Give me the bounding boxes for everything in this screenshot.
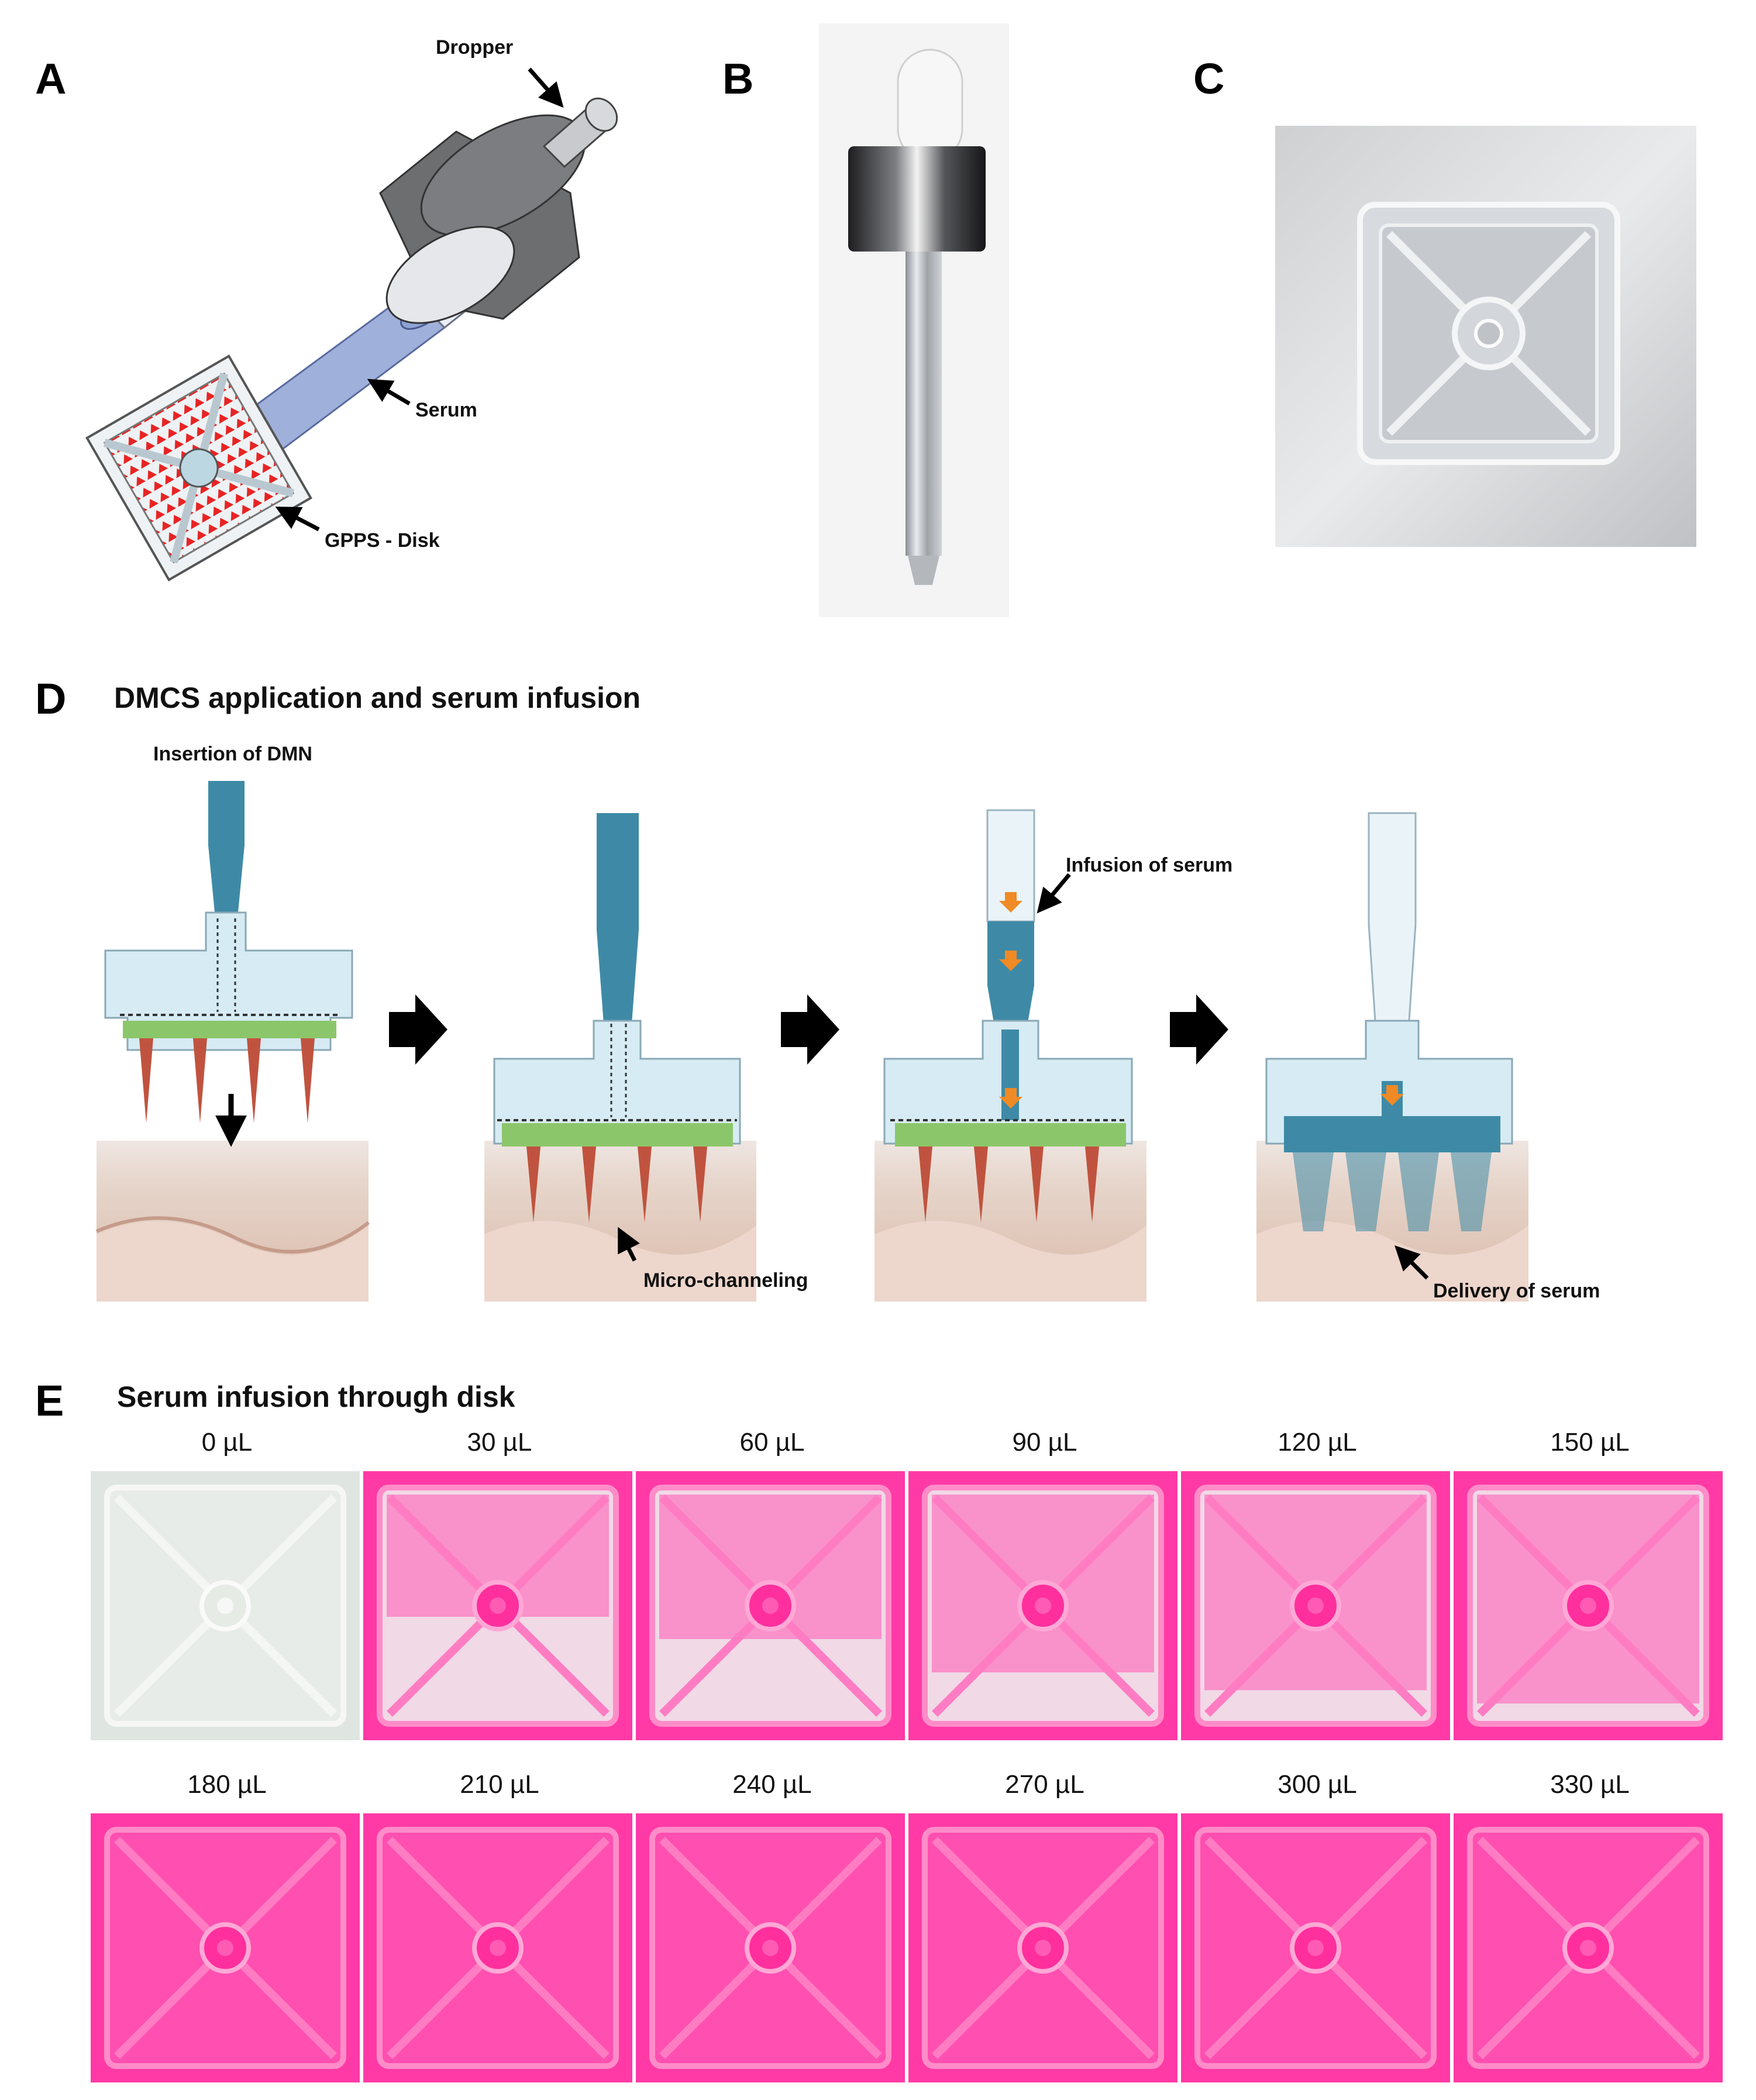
volume-label: 300 µL	[1278, 1770, 1356, 1799]
panel-letter-b: B	[722, 54, 753, 103]
disk-tile	[1454, 1471, 1723, 1740]
pipette-tip	[908, 556, 939, 585]
cap-bottom	[385, 226, 515, 324]
volume-label: 60 µL	[740, 1428, 805, 1457]
bulb	[897, 49, 963, 162]
volume-label: 0 µL	[202, 1428, 253, 1457]
svg-text:GPPS - Disk: GPPS - Disk	[325, 529, 440, 552]
disk-tile	[363, 1813, 632, 2082]
step-arrow-1	[389, 994, 447, 1065]
disk-tile	[1181, 1471, 1450, 1740]
disk-photo	[1275, 126, 1696, 547]
disk-tile	[363, 1471, 632, 1740]
panel-letter-d: D	[35, 674, 66, 723]
svg-text:Dropper: Dropper	[436, 36, 513, 58]
panel-letter-a: A	[35, 54, 66, 103]
panel-e-title: Serum infusion through disk	[117, 1381, 515, 1413]
stem-end	[584, 97, 618, 132]
chrome-collar	[848, 146, 986, 252]
label-infusion: Infusion of serum	[1066, 854, 1232, 876]
volume-label: 210 µL	[460, 1770, 539, 1799]
label-microchanneling: Micro-channeling	[643, 1269, 808, 1292]
label-insertion: Insertion of DMN	[153, 743, 312, 765]
disk-tile	[1454, 1813, 1723, 2082]
panel-d-title: DMCS application and serum infusion	[114, 681, 641, 714]
infusion-tiles: 0 µL 30 µL 60 µL 90 µL 120 µL 150 µL 180 µL 210…	[91, 1428, 1723, 2082]
callout-dropper: Dropper	[436, 36, 564, 108]
panel-letter-e: E	[35, 1376, 64, 1425]
disk-tile	[908, 1471, 1177, 1740]
label-delivery: Delivery of serum	[1433, 1280, 1600, 1302]
dropper-photo	[819, 23, 1009, 617]
volume-label: 180 µL	[187, 1770, 266, 1799]
volume-label: 150 µL	[1550, 1428, 1629, 1457]
disk-tile	[91, 1471, 360, 1740]
callout-serum: Serum	[367, 378, 477, 421]
glass-pipette	[905, 252, 942, 556]
gpps-disk	[85, 354, 312, 581]
dropper-diagram	[85, 97, 618, 581]
disk-tile	[636, 1471, 905, 1740]
volume-label: 330 µL	[1550, 1770, 1629, 1799]
step-4-delivery	[1256, 812, 1528, 1302]
volume-label: 90 µL	[1013, 1428, 1077, 1457]
disk-tile	[1181, 1813, 1450, 2082]
volume-label: 30 µL	[467, 1428, 532, 1457]
volume-label: 270 µL	[1005, 1770, 1084, 1799]
volume-label: 240 µL	[732, 1770, 811, 1799]
disk-tile	[91, 1813, 360, 2082]
step-1-insertion	[95, 781, 370, 1302]
step-arrow-3	[1170, 994, 1228, 1065]
panel-letter-c: C	[1193, 54, 1224, 103]
step-2-microchanneling	[484, 813, 756, 1302]
volume-label: 120 µL	[1278, 1428, 1356, 1457]
step-arrow-2	[781, 994, 839, 1065]
svg-text:Serum: Serum	[415, 399, 477, 421]
callout-disk: GPPS - Disk	[275, 507, 440, 552]
disk-tile	[636, 1813, 905, 2082]
disk-tile	[908, 1813, 1177, 2082]
step-3-infusion	[874, 809, 1146, 1302]
